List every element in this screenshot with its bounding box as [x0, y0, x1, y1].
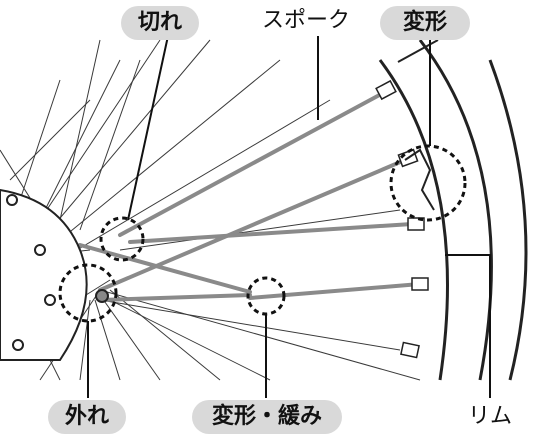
- label-spoke: スポーク: [262, 8, 351, 33]
- background-spokes: [0, 39, 421, 381]
- label-deform-loose: 変形・緩み: [192, 400, 342, 434]
- label-detached: 外れ: [48, 400, 126, 434]
- label-deform: 変形: [380, 6, 470, 40]
- hub: [0, 188, 109, 361]
- label-cut: 切れ: [121, 6, 199, 40]
- highlight-spokes: [78, 90, 422, 302]
- rim-edge: [397, 39, 439, 63]
- rim: [378, 39, 528, 381]
- leader-lines: [87, 35, 491, 398]
- deformed-spoke-segment: [404, 148, 435, 211]
- label-rim: リム: [468, 404, 513, 429]
